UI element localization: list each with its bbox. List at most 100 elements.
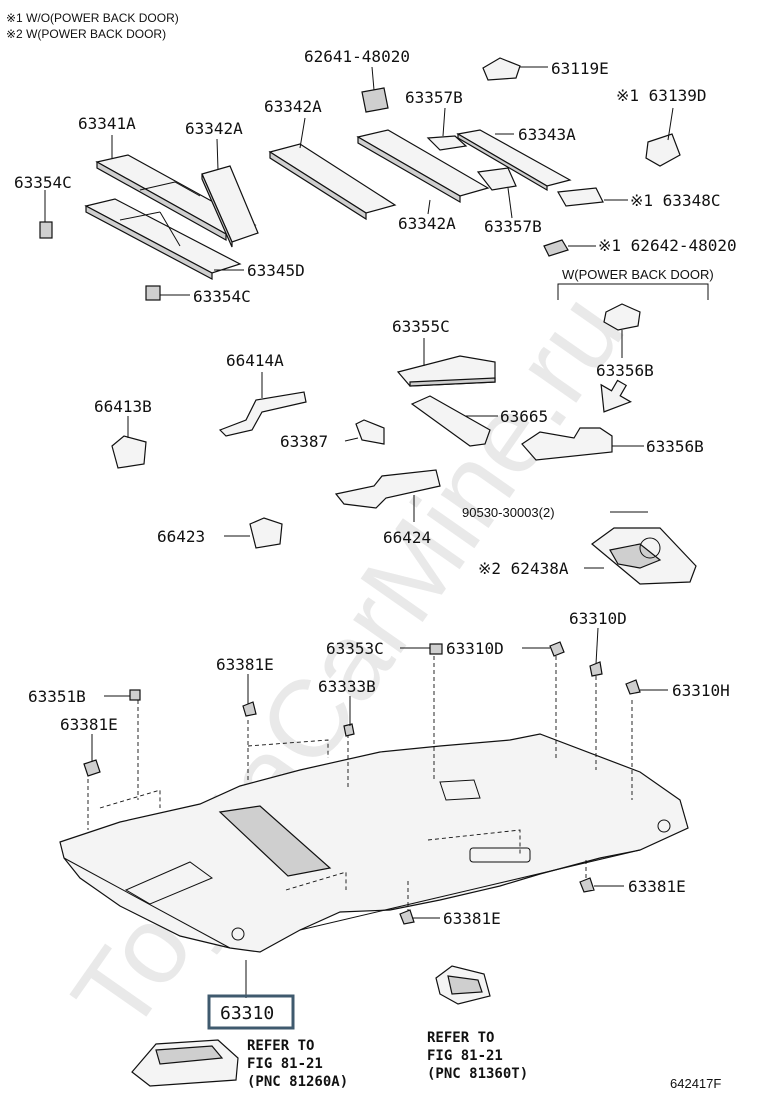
ref-left-line2: FIG 81-21 <box>247 1056 323 1072</box>
callout-66414a: 66414A <box>226 351 284 370</box>
leader <box>299 117 306 149</box>
callout-63342a-2: 63342A <box>185 119 243 138</box>
ref-right-line2: FIG 81-21 <box>427 1048 503 1064</box>
headliner-63310 <box>59 733 689 953</box>
clip-63354c-1 <box>39 221 53 239</box>
note-1: ※1 W/O(POWER BACK DOOR) <box>6 11 179 25</box>
leader <box>667 107 674 141</box>
leader <box>507 187 513 219</box>
callout-63357b-top: 63357B <box>405 88 463 107</box>
clip-63354c-2 <box>145 285 161 301</box>
group-bracket <box>557 283 709 300</box>
block-63356b-1 <box>603 303 641 331</box>
callout-63348c: ※1 63348C <box>630 191 720 210</box>
dashed-guide <box>247 739 329 758</box>
callout-63665: 63665 <box>500 407 548 426</box>
callout-63357b-bottom: 63357B <box>484 217 542 236</box>
clip-63310d-top <box>549 641 565 657</box>
callout-63354c-1: 63354C <box>14 173 72 192</box>
clip-63381e-2 <box>242 701 257 717</box>
callout-63381e-4: 63381E <box>443 909 501 928</box>
callout-63139d: ※1 63139D <box>616 86 706 105</box>
callout-63345d: 63345D <box>247 261 305 280</box>
watermark: ToyotaCarMine.ru <box>49 272 648 1054</box>
callout-63310h: 63310H <box>672 681 730 700</box>
pad-63342a-2 <box>268 143 397 221</box>
callout-63355c: 63355C <box>392 317 450 336</box>
callout-63356b-2: 63356B <box>646 437 704 456</box>
ref-left-line3: (PNC 81260A) <box>247 1074 348 1090</box>
clip-63351b <box>129 689 141 701</box>
duct-66414a <box>218 391 307 437</box>
lamp-81360t <box>435 965 491 1005</box>
pad-63345d <box>84 198 242 280</box>
callout-63351b: 63351B <box>28 687 86 706</box>
lamp-81260a <box>131 1039 239 1087</box>
pad-63342a-1 <box>201 165 259 248</box>
callout-63381e-1: 63381E <box>216 655 274 674</box>
pad-63665 <box>410 395 491 447</box>
callout-66424: 66424 <box>383 528 431 547</box>
callout-63310: 63310 <box>220 1003 274 1024</box>
leader <box>595 627 599 665</box>
ref-left-line1: REFER TO <box>247 1038 314 1054</box>
callout-63353c: 63353C <box>326 639 384 658</box>
ref-right-line3: (PNC 81360T) <box>427 1066 528 1082</box>
callout-62438a: ※2 62438A <box>478 559 569 578</box>
pad-63139d <box>645 133 681 167</box>
clip-63387 <box>355 419 385 445</box>
callout-63119e: 63119E <box>551 59 609 78</box>
dashed-guide <box>99 789 161 809</box>
callout-66423: 66423 <box>157 527 205 546</box>
callout-63381e-3: 63381E <box>628 877 686 896</box>
assembly-62438a <box>591 527 697 585</box>
callout-63381e-2: 63381E <box>60 715 118 734</box>
clip-63333b <box>343 723 355 737</box>
callout-63310d-top: 63310D <box>569 609 627 628</box>
clip-63310h <box>625 679 641 695</box>
callout-62641-48020: 62641-48020 <box>304 47 410 66</box>
highlight-box <box>207 994 295 1030</box>
clip-62642-48020 <box>543 239 569 257</box>
clip-63381e-1 <box>83 759 101 777</box>
leader <box>427 199 431 215</box>
duct-63356b-2 <box>521 427 613 461</box>
clip-62641-48020 <box>361 87 389 113</box>
leader <box>371 66 375 91</box>
callout-63333b: 63333B <box>318 677 376 696</box>
callout-63343a: 63343A <box>518 125 576 144</box>
duct-63355c <box>396 355 496 387</box>
callout-63354c-2: 63354C <box>193 287 251 306</box>
callout-66413b: 66413B <box>94 397 152 416</box>
pad-63348c <box>557 187 604 207</box>
callout-63387: 63387 <box>280 432 328 451</box>
leader <box>216 138 219 171</box>
clip-63381e-3 <box>579 877 595 893</box>
clip-63310d-mid <box>589 661 603 677</box>
block-66423 <box>249 517 283 549</box>
pad-63341a <box>95 154 257 242</box>
clip-63381e-4 <box>399 909 415 925</box>
callout-63342a-1: 63342A <box>264 97 322 116</box>
pad-63357b-bottom <box>476 167 517 191</box>
dashed-guide <box>427 829 521 856</box>
pad-63357b-top <box>426 135 468 151</box>
duct-66424 <box>334 469 441 509</box>
pad-63342a-3 <box>356 129 490 204</box>
leader <box>344 437 359 442</box>
bracket-63119e <box>482 57 521 81</box>
block-66413b <box>111 435 147 469</box>
callout-62642-48020: ※1 62642-48020 <box>598 236 737 255</box>
note-2: ※2 W(POWER BACK DOOR) <box>6 27 166 41</box>
callout-63310d-mid: 63310D <box>446 639 504 658</box>
clip-63353c <box>429 643 443 655</box>
pad-63343a <box>456 129 572 192</box>
figure-code: 642417F <box>670 1076 721 1091</box>
callout-90530-30003: 90530-30003(2) <box>462 505 555 520</box>
callout-63341a: 63341A <box>78 114 136 133</box>
direction-arrow <box>600 379 632 413</box>
callout-63342a-3: 63342A <box>398 214 456 233</box>
ref-right-line1: REFER TO <box>427 1030 494 1046</box>
